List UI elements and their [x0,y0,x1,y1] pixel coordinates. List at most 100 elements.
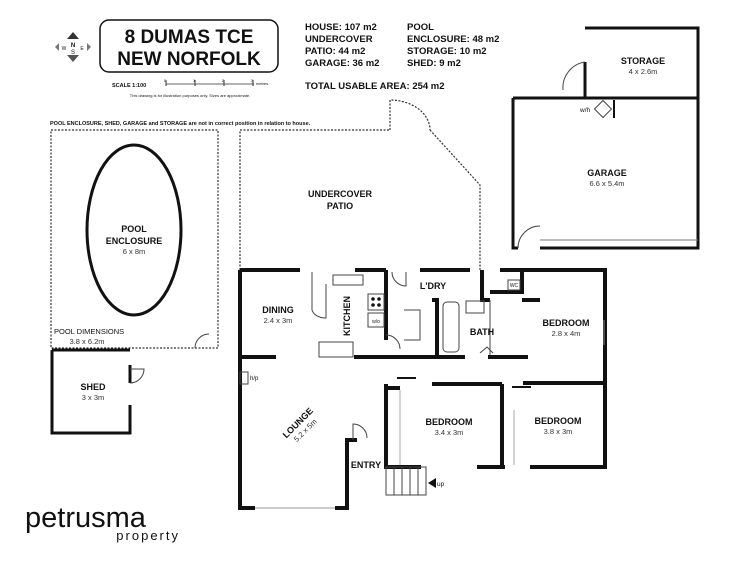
house-walls [238,268,607,510]
label: up [437,481,445,488]
plan-shape [385,466,427,496]
label: SHED [80,382,106,392]
plan-shape [367,312,385,328]
plan-shape [354,298,528,359]
plan-shape [67,55,79,62]
label: 0 [164,78,167,83]
label: UNDERCOVER [305,34,373,45]
kitchen-label: KITCHEN [342,296,352,336]
plan-shape [318,341,354,358]
label: WC [510,283,519,289]
disclaimer: This drawing is for illustration purpose… [130,93,250,98]
label: GARAGE: 36 m2 [305,58,379,69]
plan-shape [593,99,613,119]
plan-shape [194,333,210,349]
plan-shape [55,43,59,51]
title-line2: NEW NORFOLK [117,49,261,70]
label: metres [256,81,268,86]
label: 3.8 x 3m [544,427,573,436]
plan-shape [465,300,485,314]
scale-label: SCALE 1:100 [112,83,146,89]
label: 3.8 x 6.2m [69,337,104,346]
label: E [80,46,84,52]
position-note: POOL ENCLOSURE, SHED, GARAGE and STORAGE… [50,121,311,127]
label: w/h [579,107,591,114]
label: PATIO: 44 m2 [305,46,365,57]
label: GARAGE [587,168,627,178]
plan-shape [332,274,364,286]
plan-shape [507,279,521,291]
label: POOL [121,224,147,234]
label: 1 [193,78,196,83]
label: PATIO [327,201,353,211]
bedroom1-label: BEDROOM [543,318,590,328]
label: 2.4 x 3m [264,316,293,325]
plan-shape [479,346,494,354]
plan-shape [352,423,368,440]
label: property [116,528,180,543]
plan-shape [385,334,401,350]
plan-shape [371,297,375,301]
plan-shape [404,309,421,341]
title-box [99,19,279,73]
plan-shape [50,348,132,435]
compass-icon: N S W E [55,32,91,62]
label: STORAGE: 10 m2 [407,46,487,57]
label: POOL DIMENSIONS [54,327,124,336]
plan-shape [377,297,381,301]
pool-enclosure: POOL ENCLOSURE 6 x 8m POOL DIMENSIONS 3.… [50,129,219,349]
bedroom2-label: BEDROOM [426,417,473,427]
label: UNDERCOVER [308,189,373,199]
entry-label: ENTRY [351,460,381,470]
label: ENCLOSURE [106,236,163,246]
plan-shape [432,381,605,386]
label: POOL [407,22,434,33]
label: TOTAL USABLE AREA: 254 m2 [305,81,445,92]
label: h/p [250,376,259,382]
area-summary: HOUSE: 107 m2 UNDERCOVER PATIO: 44 m2 GA… [305,22,499,92]
laundry-label: L'DRY [420,281,446,291]
plan-shape [385,466,427,496]
plan-shape [517,225,541,249]
undercover-patio: UNDERCOVER PATIO [239,99,481,270]
label: W [62,46,67,52]
plan-shape [562,61,586,91]
plan-shape [389,99,431,131]
plan-shape [391,271,407,287]
label: 6.6 x 5.4m [589,179,624,188]
label: S [71,50,75,56]
plan-shape [239,371,249,385]
plan-shape [87,43,91,51]
plan-shape [311,272,327,319]
label: 4 x 2.6m [629,67,658,76]
label: ENCLOSURE: 48 m2 [407,34,499,45]
label: 3.4 x 3m [435,428,464,437]
label: 6 x 8m [123,247,146,256]
plan-shape [239,129,390,270]
scale-bar: 0 1 2 3 metres [164,78,268,86]
label: HOUSE: 107 m2 [305,22,377,33]
plan-shape [67,32,79,39]
garage: w/h GARAGE 6.6 x 5.4m [511,96,700,250]
label: SHED: 9 m2 [407,58,461,69]
plan-shape [335,438,357,510]
dining-label: DINING [262,305,294,315]
label: 2 [222,78,225,83]
plan-shape [384,384,400,390]
plan-shape [129,368,145,384]
plan-shape [377,303,381,307]
plan-shape [238,270,255,510]
plan-shape: LOUNGE 5.2 x 5m [281,406,319,444]
bath-label: BATH [470,327,494,337]
bedroom3-label: BEDROOM [535,416,582,426]
house-fixtures: w/o WC h/p up [239,271,605,509]
label: 2.8 x 4m [552,329,581,338]
plan-shape [511,96,700,250]
title-line1: 8 DUMAS TCE [125,27,254,48]
label: STORAGE [621,56,665,66]
plan-shape [442,301,460,353]
plan-shape [371,303,375,307]
label: N [71,43,75,49]
plan-shape [429,129,481,270]
